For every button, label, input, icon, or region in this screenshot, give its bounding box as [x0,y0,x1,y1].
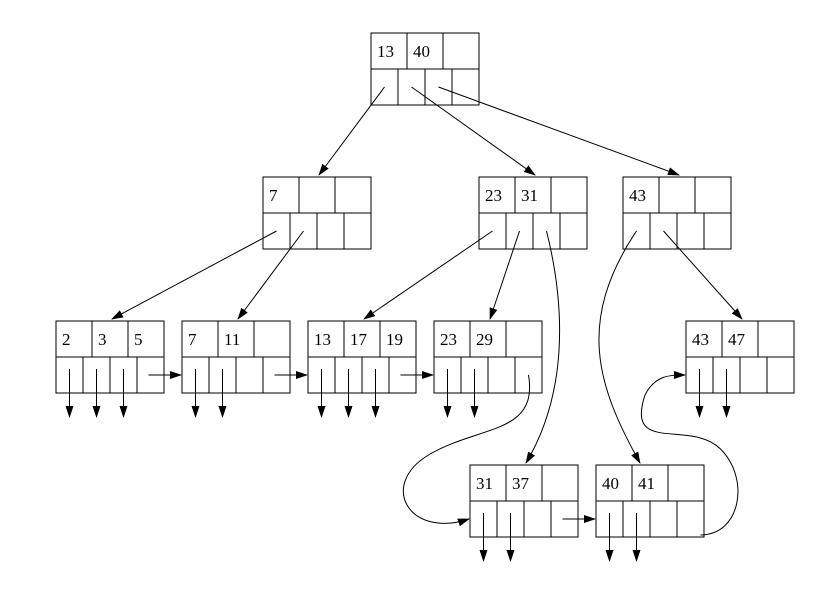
node-key: 40 [602,474,619,493]
node-key: 23 [440,330,457,349]
node-key: 13 [314,330,331,349]
node-key: 40 [413,42,430,61]
node-key: 41 [638,474,655,493]
tree-node-n43: 43 [622,176,732,250]
tree-node-n2331: 23 31 [478,176,588,250]
edge-n2331-leaf3137 [525,230,561,464]
node-key: 23 [485,186,502,205]
node-key: 17 [350,330,368,349]
node-key: 11 [224,330,240,349]
tree-node-leaf4347: 43 47 [685,320,795,394]
edge-n43-leaf4041 [598,230,641,464]
node-key: 47 [728,330,746,349]
link-leaf4041-leaf4347 [640,371,739,536]
node-key: 43 [629,186,646,205]
edge-n2331-leaf131719 [363,230,493,320]
tree-node-leaf4041: 40 41 [595,464,705,538]
node-key: 5 [134,330,143,349]
tree-node-n7: 7 [262,176,372,250]
node-key: 3 [98,330,107,349]
node-key: 7 [188,330,197,349]
edge-root-n7 [318,86,385,176]
node-key: 31 [476,474,493,493]
node-key: 7 [269,186,278,205]
node-key: 37 [512,474,530,493]
node-key: 29 [476,330,493,349]
link-leaf2329-leaf3137 [402,374,531,527]
node-key: 31 [521,186,538,205]
tree-node-root: 13 40 [370,32,480,106]
node-key: 13 [377,42,394,61]
tree-node-leaf711: 7 11 [181,320,291,394]
tree-node-leaf3137: 31 37 [469,464,579,538]
edge-root-n2331 [411,86,536,176]
edge-n7-leaf711 [237,230,304,320]
edge-n43-leaf4347 [663,230,743,320]
node-key: 19 [386,330,403,349]
node-key: 2 [62,330,71,349]
edge-root-n43 [438,86,680,176]
tree-node-leaf2329: 23 29 [433,320,543,394]
edge-n2331-leaf2329 [489,230,520,320]
tree-node-leaf235: 2 3 5 [55,320,165,394]
tree-node-leaf131719: 13 17 19 [307,320,417,394]
edge-n7-leaf235 [111,230,277,320]
node-key: 43 [692,330,709,349]
